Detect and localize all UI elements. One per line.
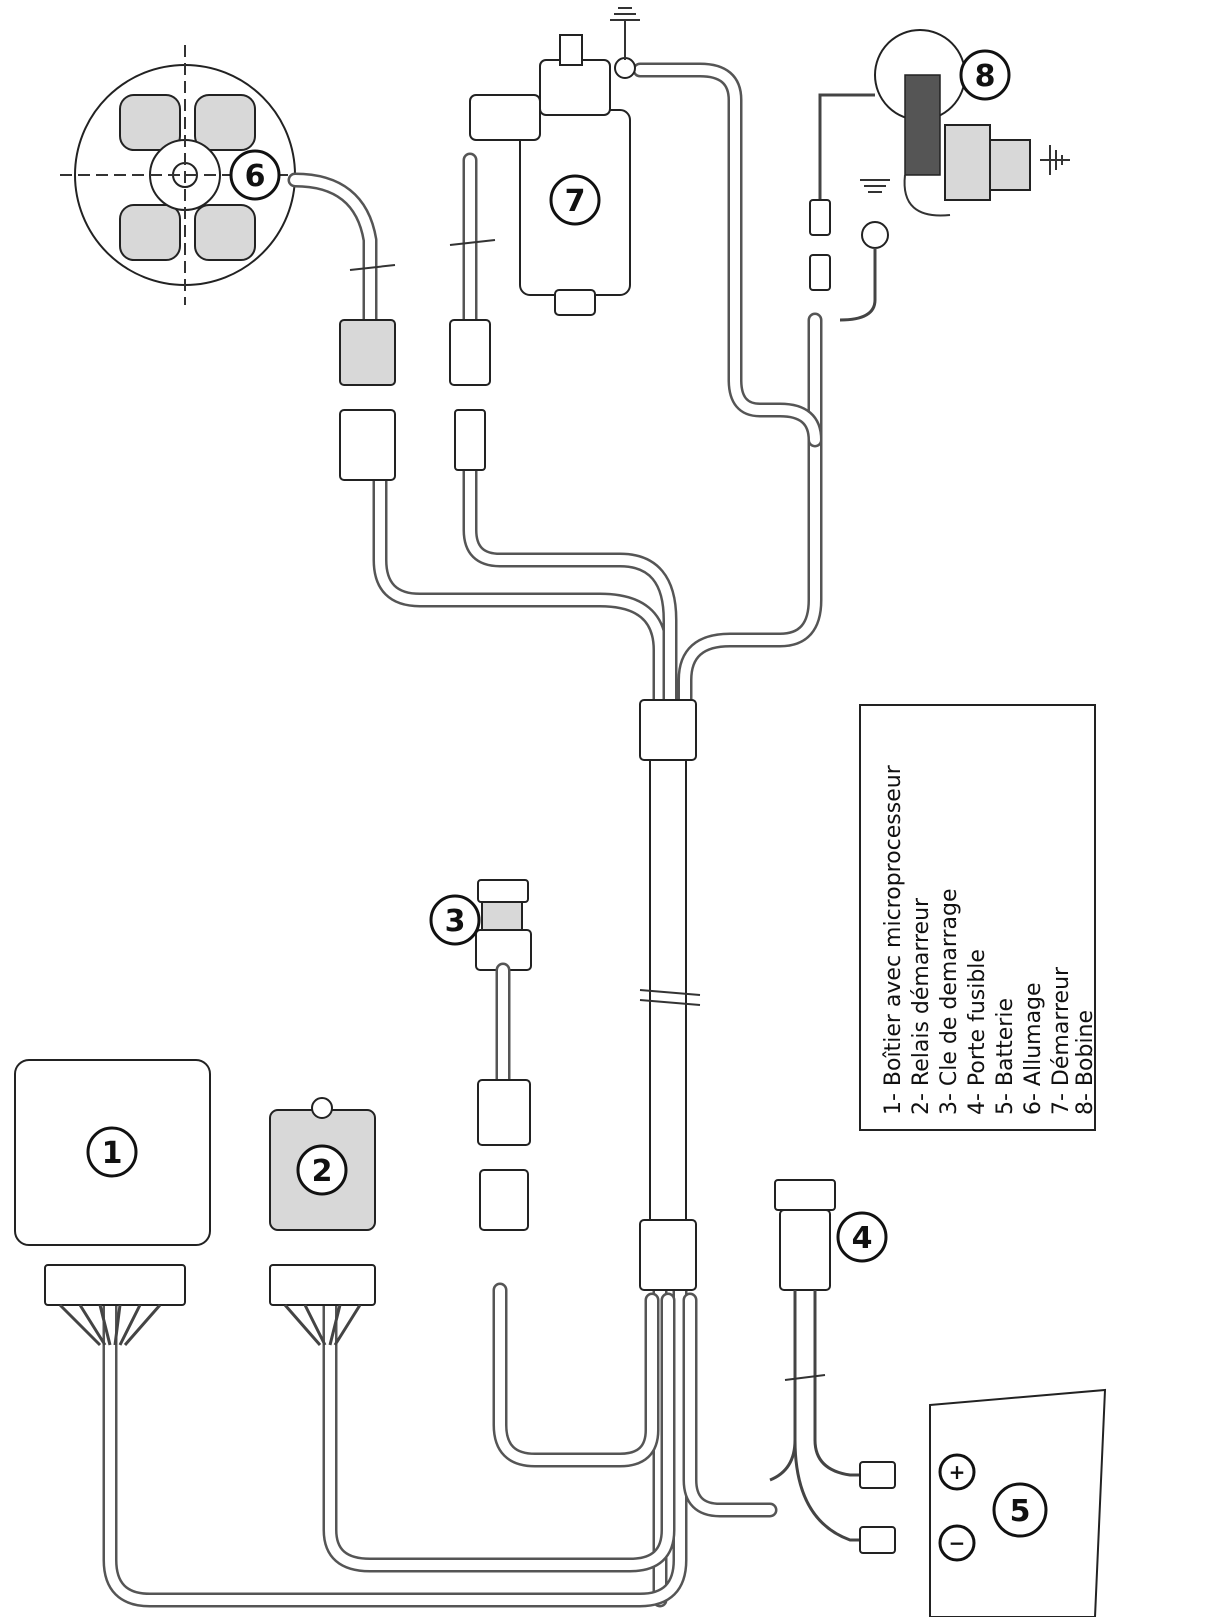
badge-3: 3 xyxy=(429,894,481,946)
legend-item-5: 5- Batterie xyxy=(993,998,1018,1115)
badge-4-number: 4 xyxy=(852,1221,873,1256)
legend: 1- Boîtier avec microprocesseur 2- Relai… xyxy=(859,704,1098,1131)
legend-item-1: 1- Boîtier avec microprocesseur xyxy=(881,764,906,1115)
starter-motor xyxy=(449,34,636,471)
legend-item-8: 8- Bobine xyxy=(1073,1010,1098,1115)
legend-item-4: 4- Porte fusible xyxy=(965,949,990,1115)
legend-item-3: 3- Cle de demarrage xyxy=(937,888,962,1115)
legend-item-6: 6- Allumage xyxy=(1021,982,1046,1115)
ignition-coil xyxy=(809,29,1070,322)
harness-sleeve xyxy=(639,699,701,1291)
badge-5-number: 5 xyxy=(1010,1494,1031,1529)
ground-icon-top xyxy=(610,7,640,60)
badge-8: 8 xyxy=(959,49,1011,101)
badge-1-number: 1 xyxy=(102,1136,123,1171)
badge-1: 1 xyxy=(86,1126,138,1178)
legend-item-7: 7- Démarreur xyxy=(1049,966,1074,1115)
battery-plus-symbol: + xyxy=(949,1460,966,1484)
badge-2-number: 2 xyxy=(312,1154,333,1189)
ignition-stator xyxy=(60,45,396,481)
badge-6-number: 6 xyxy=(245,159,266,194)
battery-minus-symbol: − xyxy=(949,1531,966,1555)
ignition-key-switch xyxy=(475,879,532,1231)
badge-6: 6 xyxy=(229,149,281,201)
badge-3-number: 3 xyxy=(445,904,466,939)
badge-2: 2 xyxy=(296,1144,348,1196)
fuse-holder xyxy=(769,1179,896,1554)
badge-7: 7 xyxy=(549,174,601,226)
badge-7-number: 7 xyxy=(565,184,586,219)
ecu-box xyxy=(14,1059,211,1347)
badge-4: 4 xyxy=(836,1211,888,1263)
badge-5: 5 xyxy=(992,1482,1048,1538)
badge-8-number: 8 xyxy=(975,59,996,94)
harness-cables xyxy=(102,62,823,1608)
legend-item-2: 2- Relais démarreur xyxy=(909,897,934,1115)
